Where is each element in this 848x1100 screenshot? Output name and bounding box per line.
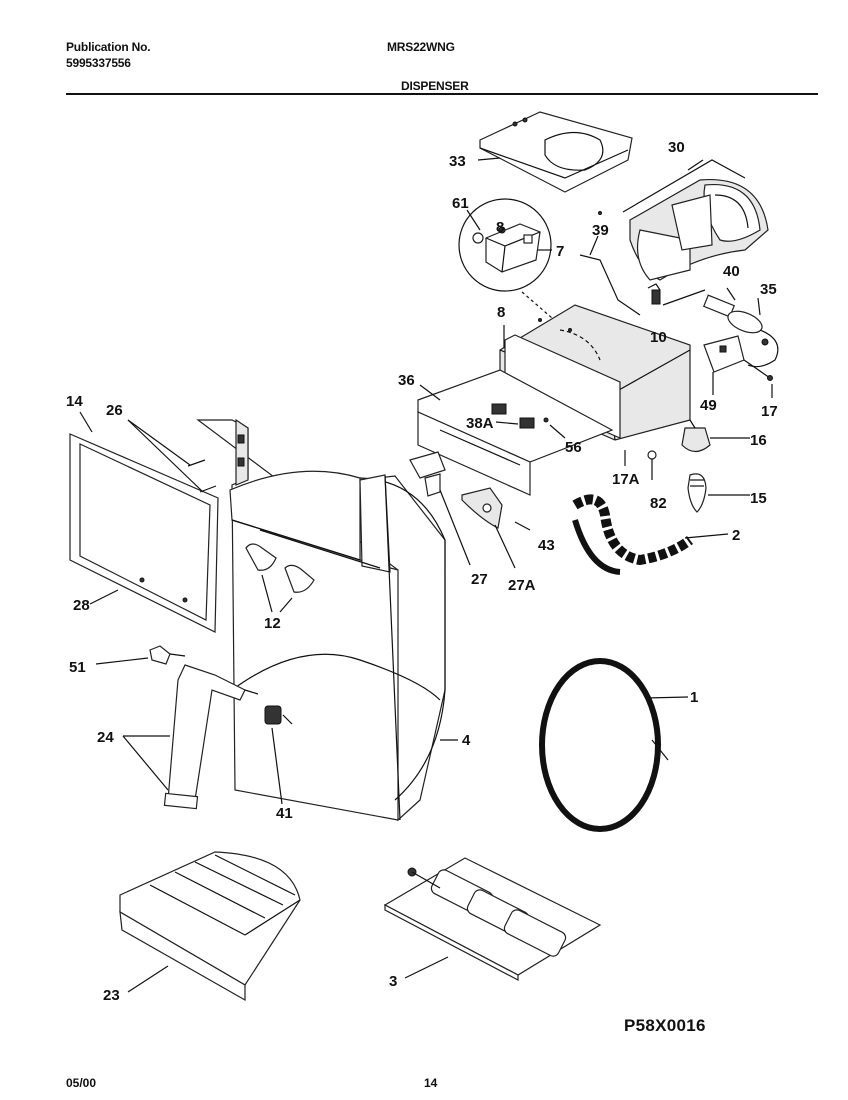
callout-38a: 38A (466, 415, 494, 432)
screw-82 (647, 450, 657, 480)
callout-15: 15 (750, 490, 767, 507)
part-1-tube (539, 658, 669, 832)
callout-35: 35 (760, 281, 777, 298)
callout-4: 4 (462, 732, 471, 749)
callout-17: 17 (761, 403, 778, 420)
callout-16: 16 (750, 432, 767, 449)
part-28-frame (69, 433, 219, 633)
part-39-lever (579, 211, 641, 316)
section-title: DISPENSER (401, 79, 469, 93)
callout-49: 49 (700, 397, 717, 414)
screws-26 (187, 459, 217, 493)
screw-43 (514, 521, 531, 531)
callout-8-inset: 8 (496, 219, 504, 236)
callout-61: 61 (452, 195, 469, 212)
part-2-gasket (572, 494, 693, 575)
callout-27a: 27A (508, 577, 536, 594)
callout-10: 10 (650, 329, 667, 346)
publication-label: Publication No. (66, 40, 151, 54)
callout-30: 30 (668, 139, 685, 156)
callout-12: 12 (264, 615, 281, 632)
footer-date: 05/00 (66, 1076, 97, 1090)
part-30-chute-door (629, 178, 769, 281)
callout-7: 7 (556, 243, 564, 260)
picture-code: P58X0016 (624, 1016, 706, 1035)
callout-41: 41 (276, 805, 293, 822)
part-27-bracket (409, 451, 446, 497)
callout-43: 43 (538, 537, 555, 554)
callout-27: 27 (471, 571, 488, 588)
callout-2: 2 (732, 527, 740, 544)
part-51-bracket (149, 645, 186, 665)
part-10-spring-bolt (647, 283, 661, 305)
part-33-cover-plate (479, 111, 633, 193)
part-23-drip-tray (119, 851, 301, 1002)
callout-23: 23 (103, 987, 120, 1004)
footer-page-number: 14 (424, 1076, 438, 1090)
publication-number: 5995337556 (66, 56, 131, 70)
model-number: MRS22WNG (387, 40, 455, 54)
callout-28: 28 (73, 597, 90, 614)
callout-36: 36 (398, 372, 415, 389)
part-27a-actuator (461, 487, 503, 529)
callout-39: 39 (592, 222, 609, 239)
part-36-front-panel (417, 369, 614, 496)
part-3-heater (383, 857, 602, 981)
part-15-bulb (687, 473, 707, 513)
callout-17a: 17A (612, 471, 640, 488)
part-41-spring (264, 705, 293, 725)
callout-51: 51 (69, 659, 86, 676)
callout-82: 82 (650, 495, 667, 512)
callout-40: 40 (723, 263, 740, 280)
callout-24: 24 (97, 729, 114, 746)
callout-3: 3 (389, 973, 397, 990)
callout-14-top: 14 (66, 393, 83, 410)
part-40-35-actuator (702, 294, 779, 368)
part-38a-switches (491, 403, 549, 429)
part-16-socket (681, 419, 711, 453)
part-12-clips (245, 543, 315, 593)
callout-8: 8 (497, 304, 505, 321)
callout-26: 26 (106, 402, 123, 419)
part-24-lever-arm (163, 664, 259, 810)
inset-detail-7-61 (458, 198, 552, 292)
callout-1: 1 (690, 689, 698, 706)
part-49-switch-bracket (703, 335, 773, 381)
callout-33: 33 (449, 153, 466, 170)
header-rule (66, 93, 818, 95)
callout-56: 56 (565, 439, 582, 456)
part-4-dispenser-housing (196, 418, 446, 822)
